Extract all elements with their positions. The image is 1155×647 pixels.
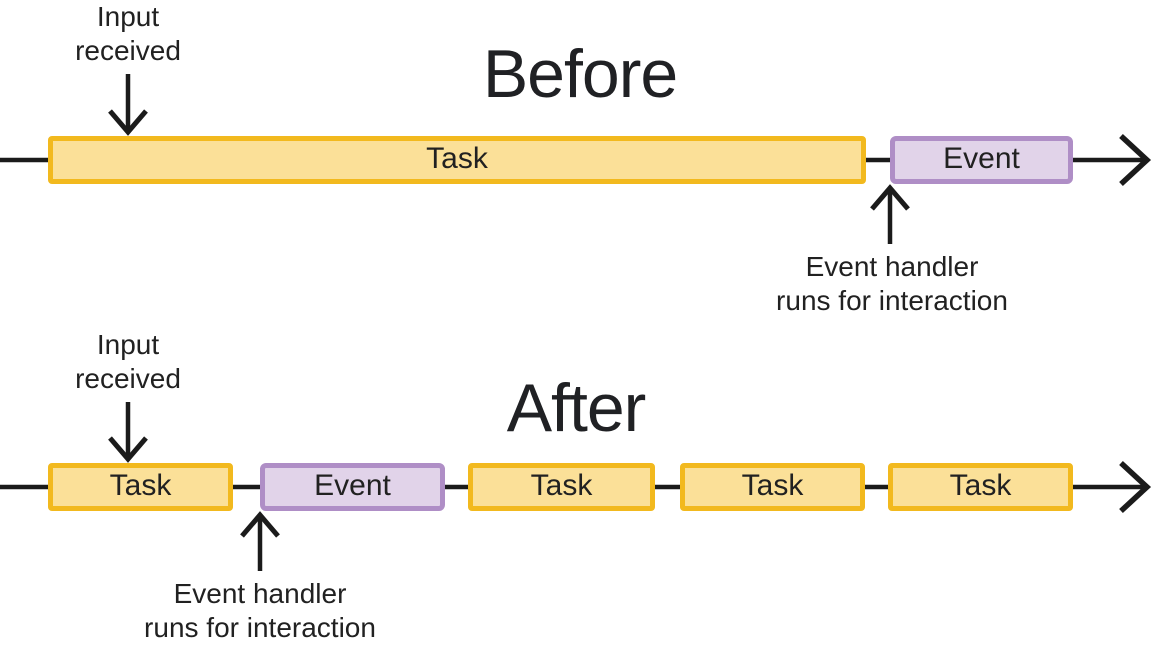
after-task-label-2: Task bbox=[530, 469, 593, 502]
before-title: Before bbox=[482, 36, 678, 112]
before-task-label: Task bbox=[426, 142, 488, 175]
before-input-label: Input received bbox=[75, 1, 181, 66]
after-input-label: Input received bbox=[75, 329, 181, 394]
after-handler-arrowhead-icon bbox=[240, 511, 280, 538]
after-event-label: Event bbox=[314, 469, 391, 502]
before-event-box: Event bbox=[890, 136, 1073, 184]
after-title: After bbox=[506, 370, 647, 446]
before-timeline-arrowhead-icon bbox=[1119, 133, 1152, 187]
before-task-box: Task bbox=[48, 136, 866, 184]
after-task-box-3: Task bbox=[680, 463, 865, 511]
after-task-box-1: Task bbox=[48, 463, 233, 511]
after-task-label-4: Task bbox=[949, 469, 1012, 502]
after-task-label-3: Task bbox=[741, 469, 804, 502]
before-handler-label: Event handler runs for interaction bbox=[776, 251, 1008, 316]
after-task-box-2: Task bbox=[468, 463, 655, 511]
after-input-arrowhead-icon bbox=[108, 436, 148, 463]
after-task-box-4: Task bbox=[888, 463, 1073, 511]
before-input-arrowhead-icon bbox=[108, 109, 148, 136]
after-handler-label: Event handler runs for interaction bbox=[144, 578, 376, 643]
before-event-label: Event bbox=[943, 142, 1020, 175]
after-timeline-arrowhead-icon bbox=[1119, 460, 1152, 514]
after-task-label-1: Task bbox=[109, 469, 172, 502]
after-event-box: Event bbox=[260, 463, 445, 511]
before-handler-arrowhead-icon bbox=[870, 184, 910, 211]
